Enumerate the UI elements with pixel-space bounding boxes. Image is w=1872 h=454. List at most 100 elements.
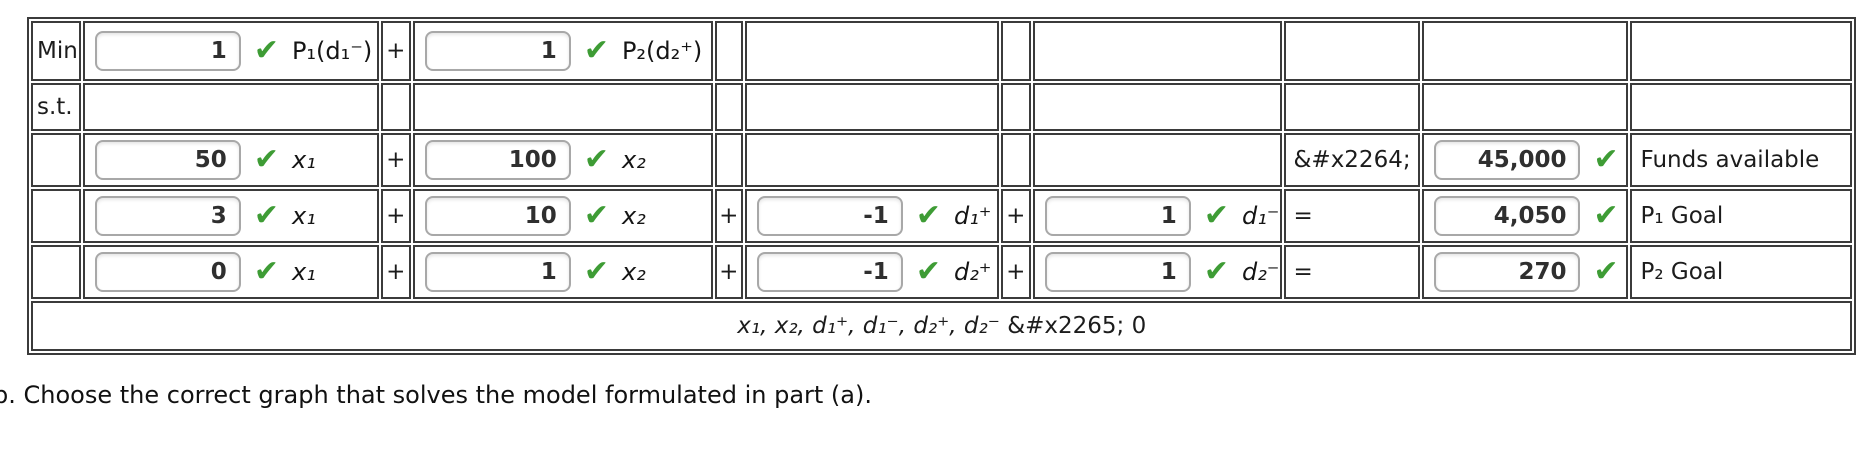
empty-cell <box>412 83 713 131</box>
funds-x1-coefficient-input[interactable] <box>94 140 241 180</box>
p1goal-d1plus-coefficient-input[interactable] <box>756 196 903 236</box>
nonnegativity-row: x₁, x₂, d₁⁺, d₁⁻, d₂⁺, d₂⁻ &#x2265; 0 <box>31 301 1853 351</box>
p1goal-constraint-name: P₁ Goal <box>1630 189 1853 243</box>
plus-sign-cell: + <box>714 189 743 243</box>
row-label-st: s.t. <box>31 83 81 131</box>
empty-cell <box>380 83 411 131</box>
p1goal-x2-variable-label: x₂ <box>621 202 646 230</box>
check-icon: ✔ <box>253 198 279 233</box>
part-b-instruction: b. Choose the correct graph that solves … <box>0 381 872 409</box>
empty-cell <box>82 83 379 131</box>
p2goal-x1-coefficient-input[interactable] <box>94 252 241 292</box>
objective-term2-coefficient-input[interactable] <box>424 31 571 71</box>
p1goal-term4-cell: ✔ d₁⁻ <box>1032 189 1283 243</box>
check-icon: ✔ <box>253 33 279 68</box>
funds-rhs-cell: ✔ <box>1422 133 1629 187</box>
objective-row: Min ✔ P₁(d₁⁻) + ✔ P₂(d₂⁺) <box>31 21 1853 81</box>
objective-term1-cell: ✔ P₁(d₁⁻) <box>82 21 379 81</box>
check-icon: ✔ <box>915 198 941 233</box>
check-icon: ✔ <box>1593 198 1619 233</box>
p1goal-x2-coefficient-input[interactable] <box>424 196 571 236</box>
objective-term2-cell: ✔ P₂(d₂⁺) <box>412 21 713 81</box>
p2goal-x2-variable-label: x₂ <box>621 258 646 286</box>
empty-cell <box>1422 83 1629 131</box>
funds-x1-variable-label: x₁ <box>291 146 316 174</box>
objective-term2-variable-label: P₂(d₂⁺) <box>621 37 703 65</box>
check-icon: ✔ <box>1593 254 1619 289</box>
empty-cell <box>1284 21 1421 81</box>
plus-sign-cell: + <box>1000 189 1031 243</box>
empty-cell <box>744 83 999 131</box>
funds-x2-coefficient-input[interactable] <box>424 140 571 180</box>
empty-cell <box>714 83 743 131</box>
plus-sign-cell: + <box>380 133 411 187</box>
funds-relation-cell: &#x2264; <box>1284 133 1421 187</box>
p2goal-d2minus-coefficient-input[interactable] <box>1044 252 1191 292</box>
empty-cell <box>744 21 999 81</box>
empty-cell <box>1630 83 1853 131</box>
constraint-row-p2-goal: ✔ x₁ + ✔ x₂ + ✔ d₂ <box>31 245 1853 299</box>
p1goal-d1plus-variable-label: d₁⁺ <box>953 202 992 230</box>
constraint-row-p1-goal: ✔ x₁ + ✔ x₂ + ✔ d₁ <box>31 189 1853 243</box>
check-icon: ✔ <box>1593 142 1619 177</box>
p1goal-x1-coefficient-input[interactable] <box>94 196 241 236</box>
funds-term2-cell: ✔ x₂ <box>412 133 713 187</box>
nonnegativity-variables: x₁, x₂, d₁⁺, d₁⁻, d₂⁺, d₂⁻ <box>737 313 1000 339</box>
p2goal-d2plus-coefficient-input[interactable] <box>756 252 903 292</box>
p2goal-d2minus-variable-label: d₂⁻ <box>1241 258 1280 286</box>
p1goal-d1minus-coefficient-input[interactable] <box>1044 196 1191 236</box>
empty-cell <box>714 133 743 187</box>
empty-row-label <box>31 189 81 243</box>
plus-sign-cell: + <box>380 21 411 81</box>
p1goal-rhs-input[interactable] <box>1434 196 1581 236</box>
p1goal-relation-cell: = <box>1284 189 1421 243</box>
plus-sign-cell: + <box>1000 245 1031 299</box>
p2goal-term3-cell: ✔ d₂⁺ <box>744 245 999 299</box>
empty-cell <box>1032 83 1283 131</box>
empty-cell <box>1630 21 1853 81</box>
funds-x2-variable-label: x₂ <box>621 146 646 174</box>
check-icon: ✔ <box>583 198 609 233</box>
empty-cell <box>744 133 999 187</box>
objective-term1-variable-label: P₁(d₁⁻) <box>291 37 373 65</box>
p2goal-constraint-name: P₂ Goal <box>1630 245 1853 299</box>
p1goal-term3-cell: ✔ d₁⁺ <box>744 189 999 243</box>
check-icon: ✔ <box>1203 198 1229 233</box>
empty-cell <box>1422 21 1629 81</box>
p2goal-term4-cell: ✔ d₂⁻ <box>1032 245 1283 299</box>
subject-to-row: s.t. <box>31 83 1853 131</box>
p2goal-relation-cell: = <box>1284 245 1421 299</box>
constraint-row-funds: ✔ x₁ + ✔ x₂ &#x2264; <box>31 133 1853 187</box>
check-icon: ✔ <box>253 254 279 289</box>
empty-cell <box>1000 83 1031 131</box>
nonnegativity-cell: x₁, x₂, d₁⁺, d₁⁻, d₂⁺, d₂⁻ &#x2265; 0 <box>31 301 1853 351</box>
objective-term1-coefficient-input[interactable] <box>94 31 241 71</box>
check-icon: ✔ <box>915 254 941 289</box>
p2goal-term2-cell: ✔ x₂ <box>412 245 713 299</box>
p1goal-term2-cell: ✔ x₂ <box>412 189 713 243</box>
p2goal-rhs-cell: ✔ <box>1422 245 1629 299</box>
p2goal-d2plus-variable-label: d₂⁺ <box>953 258 992 286</box>
p1goal-d1minus-variable-label: d₁⁻ <box>1241 202 1280 230</box>
nonnegativity-relation: &#x2265; 0 <box>1007 313 1147 339</box>
empty-cell <box>1000 21 1031 81</box>
p1goal-x1-variable-label: x₁ <box>291 202 316 230</box>
empty-cell <box>1284 83 1421 131</box>
p2goal-x2-coefficient-input[interactable] <box>424 252 571 292</box>
page: Min ✔ P₁(d₁⁻) + ✔ P₂(d₂⁺) <box>0 17 1857 409</box>
empty-cell <box>1032 133 1283 187</box>
p2goal-term1-cell: ✔ x₁ <box>82 245 379 299</box>
funds-constraint-name: Funds available <box>1630 133 1853 187</box>
check-icon: ✔ <box>583 254 609 289</box>
empty-cell <box>1000 133 1031 187</box>
check-icon: ✔ <box>583 142 609 177</box>
p2goal-rhs-input[interactable] <box>1434 252 1581 292</box>
goal-programming-model-table: Min ✔ P₁(d₁⁻) + ✔ P₂(d₂⁺) <box>27 17 1857 355</box>
plus-sign-cell: + <box>380 189 411 243</box>
p2goal-x1-variable-label: x₁ <box>291 258 316 286</box>
check-icon: ✔ <box>253 142 279 177</box>
empty-row-label <box>31 245 81 299</box>
funds-term1-cell: ✔ x₁ <box>82 133 379 187</box>
empty-cell <box>714 21 743 81</box>
funds-rhs-input[interactable] <box>1434 140 1581 180</box>
